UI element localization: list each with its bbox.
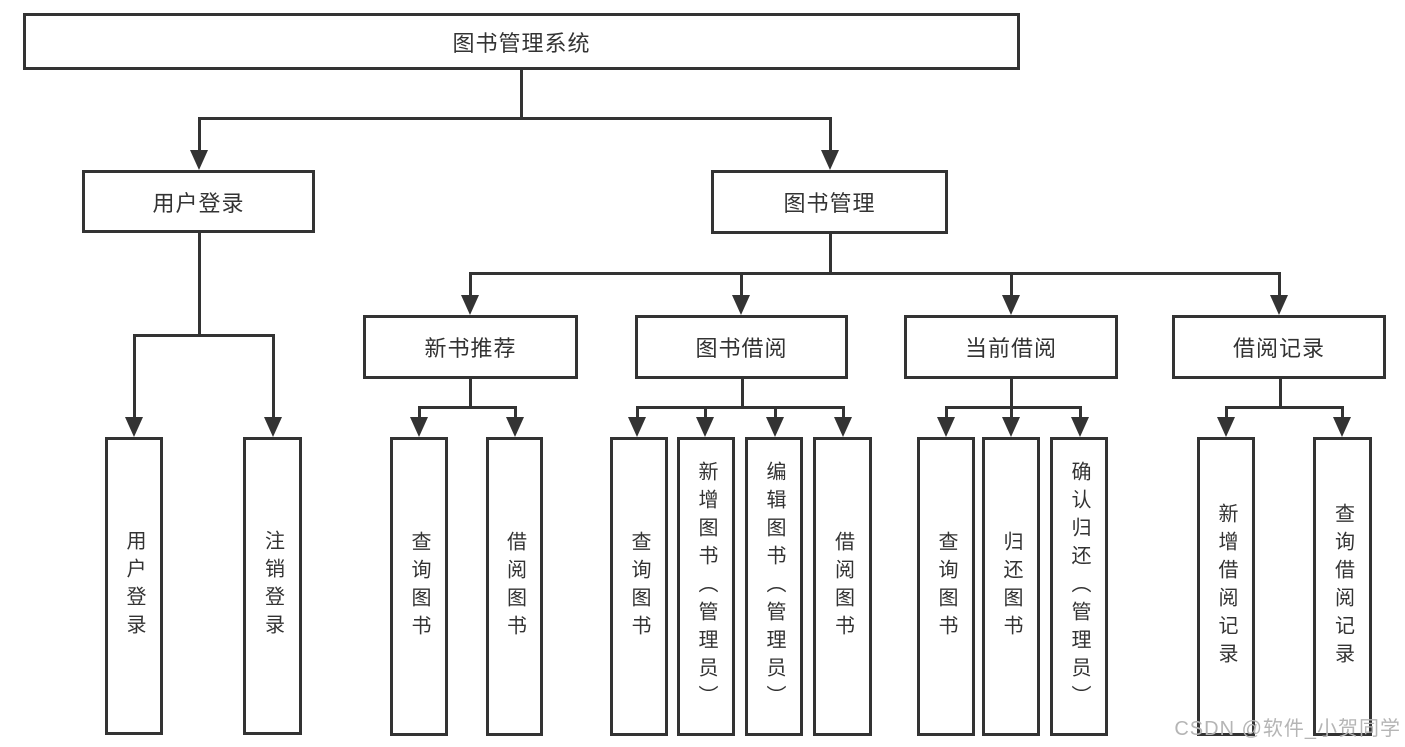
arrowhead-edit-book	[766, 417, 784, 437]
connector-to-book-borrowing	[740, 272, 743, 300]
connector-to-leaf-user-login	[133, 334, 136, 424]
connector-login-stem	[198, 233, 201, 336]
arrowhead-leaf-logout	[264, 417, 282, 437]
connector-to-borrowing-records	[1278, 272, 1281, 300]
connector-borrowing-crossbar	[636, 406, 845, 409]
arrowhead-query-books-2	[628, 417, 646, 437]
connector-to-confirm-return	[1079, 406, 1082, 422]
node-new-book-recommendation: 新书推荐	[363, 315, 578, 379]
arrowhead-borrow-books-1	[506, 417, 524, 437]
node-user-login: 用户登录	[82, 170, 315, 233]
connector-to-user-login	[198, 117, 201, 157]
arrowhead-confirm-return	[1071, 417, 1089, 437]
leaf-label: 确认归还（管理员）	[1068, 460, 1090, 713]
connector-borrowing-stem	[741, 379, 744, 408]
node-label: 当前借阅	[964, 336, 1057, 361]
arrowhead-book-management	[821, 150, 839, 170]
leaf-add-borrow-record: 新增借阅记录	[1197, 437, 1255, 736]
connector-to-new-book	[469, 272, 472, 300]
arrowhead-add-book	[696, 417, 714, 437]
leaf-label: 新增借阅记录	[1215, 502, 1237, 671]
leaf-label: 借阅图书	[831, 530, 854, 643]
node-book-management: 图书管理	[711, 170, 948, 234]
arrowhead-query-books-3	[937, 417, 955, 437]
arrowhead-query-books-1	[410, 417, 428, 437]
arrowhead-leaf-user-login	[125, 417, 143, 437]
connector-management-crossbar	[469, 272, 1281, 275]
connector-to-book-management	[829, 117, 832, 157]
node-label: 图书管理系统	[452, 30, 591, 56]
leaf-edit-book-admin: 编辑图书（管理员）	[745, 437, 803, 736]
connector-root-stem	[520, 70, 523, 119]
arrowhead-borrow-books-2	[834, 417, 852, 437]
leaf-label: 查询图书	[628, 530, 650, 643]
leaf-label: 查询图书	[408, 530, 430, 643]
node-label: 图书管理	[783, 191, 876, 216]
node-current-borrowing: 当前借阅	[904, 315, 1118, 379]
arrowhead-current-borrowing	[1002, 295, 1020, 315]
arrowhead-return-books	[1002, 417, 1020, 437]
connector-to-query-record	[1341, 406, 1344, 422]
connector-to-current-borrowing	[1010, 272, 1013, 300]
connector-management-stem	[829, 234, 832, 274]
leaf-user-login: 用户登录	[105, 437, 163, 735]
node-label: 图书借阅	[695, 336, 788, 361]
leaf-add-book-admin: 新增图书（管理员）	[677, 437, 735, 736]
connector-to-query-books-1	[418, 406, 421, 422]
connector-to-borrow-books-2	[842, 406, 845, 422]
connector-root-crossbar	[198, 117, 832, 120]
leaf-confirm-return-admin: 确认归还（管理员）	[1050, 437, 1108, 736]
leaf-label: 查询图书	[935, 530, 957, 643]
leaf-label: 归还图书	[1000, 530, 1022, 643]
arrowhead-book-borrowing	[732, 295, 750, 315]
node-book-borrowing: 图书借阅	[635, 315, 848, 379]
node-label: 借阅记录	[1232, 336, 1325, 361]
connector-to-leaf-logout	[272, 334, 275, 424]
arrowhead-user-login	[190, 150, 208, 170]
leaf-label: 编辑图书（管理员）	[763, 460, 785, 713]
arrowhead-new-book	[461, 295, 479, 315]
arrowhead-add-record	[1217, 417, 1235, 437]
leaf-label: 查询借阅记录	[1331, 502, 1354, 671]
csdn-watermark: CSDN @软件_小贺同学	[1174, 718, 1401, 740]
connector-to-add-book	[704, 406, 707, 422]
arrowhead-query-record	[1333, 417, 1351, 437]
leaf-borrow-books-borrowing: 借阅图书	[813, 437, 872, 736]
leaf-query-books-borrowing: 查询图书	[610, 437, 668, 736]
leaf-label: 用户登录	[123, 530, 145, 642]
connector-to-borrow-books-1	[514, 406, 517, 422]
connector-current-stem	[1010, 379, 1013, 408]
connector-newbook-crossbar	[418, 406, 517, 409]
leaf-label: 借阅图书	[503, 530, 526, 643]
node-borrowing-records: 借阅记录	[1172, 315, 1386, 379]
node-label: 用户登录	[152, 190, 245, 216]
connector-login-crossbar	[133, 334, 275, 337]
leaf-label: 新增图书（管理员）	[695, 460, 717, 713]
connector-to-edit-book	[774, 406, 777, 422]
leaf-logout: 注销登录	[243, 437, 302, 735]
connector-to-query-books-2	[636, 406, 639, 422]
connector-newbook-stem	[469, 379, 472, 408]
connector-to-return-books	[1010, 406, 1013, 422]
connector-to-query-books-3	[945, 406, 948, 422]
leaf-return-books: 归还图书	[982, 437, 1040, 736]
connector-current-crossbar	[945, 406, 1082, 409]
leaf-label: 注销登录	[261, 530, 284, 642]
leaf-query-borrow-record: 查询借阅记录	[1313, 437, 1372, 736]
arrowhead-borrowing-records	[1270, 295, 1288, 315]
leaf-borrow-books-recommend: 借阅图书	[486, 437, 543, 736]
node-library-management-system: 图书管理系统	[23, 13, 1020, 70]
leaf-query-books-current: 查询图书	[917, 437, 975, 736]
leaf-query-books-recommend: 查询图书	[390, 437, 448, 736]
node-label: 新书推荐	[424, 336, 517, 361]
connector-records-crossbar	[1225, 406, 1344, 409]
connector-records-stem	[1279, 379, 1282, 408]
connector-to-add-record	[1225, 406, 1228, 422]
